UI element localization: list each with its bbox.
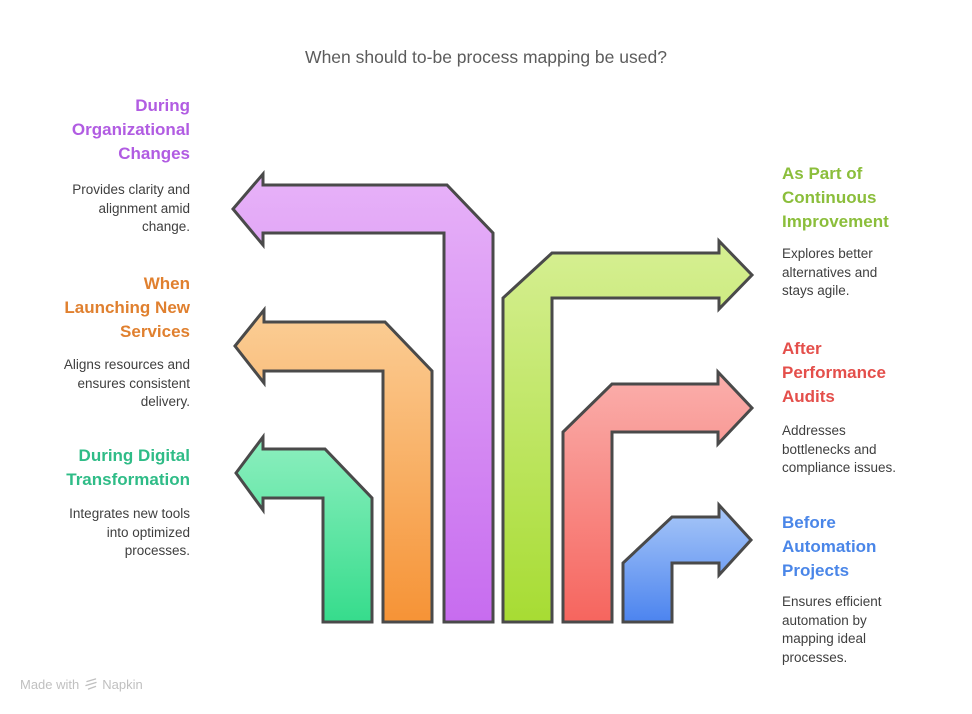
- napkin-logo-icon: [84, 677, 97, 694]
- arrow-launching-new-services: [233, 305, 434, 624]
- heading-continuous-improvement: As Part of Continuous Improvement: [782, 164, 889, 231]
- heading-automation-projects: Before Automation Projects: [782, 513, 877, 580]
- heading-launching-new-services: When Launching New Services: [64, 274, 190, 341]
- body-continuous-improvement: Explores better alternatives and stays a…: [782, 246, 878, 298]
- arrow-automation-projects: [621, 501, 754, 624]
- made-with-label: Made with: [20, 676, 80, 692]
- body-performance-audits: Addresses bottlenecks and compliance iss…: [782, 423, 897, 475]
- arrow-digital-transformation: [234, 432, 374, 624]
- heading-organizational-changes: During Organizational Changes: [71, 96, 190, 163]
- arrow-organizational-changes: [231, 169, 495, 624]
- body-automation-projects: Ensures efficient automation by mapping …: [782, 594, 882, 665]
- page-title: When should to-be process mapping be use…: [305, 47, 667, 67]
- body-organizational-changes: Provides clarity and alignment amid chan…: [72, 182, 190, 234]
- body-launching-new-services: Aligns resources and ensures consistent …: [63, 357, 190, 409]
- arrow-performance-audits: [561, 368, 755, 624]
- arrow-continuous-improvement: [501, 237, 755, 624]
- body-digital-transformation: Integrates new tools into optimized proc…: [69, 506, 190, 558]
- heading-digital-transformation: During Digital Transformation: [66, 446, 190, 489]
- made-with-napkin: Made with Napkin: [20, 676, 143, 693]
- napkin-brand-label: Napkin: [102, 676, 143, 692]
- heading-performance-audits: After Performance Audits: [782, 339, 886, 406]
